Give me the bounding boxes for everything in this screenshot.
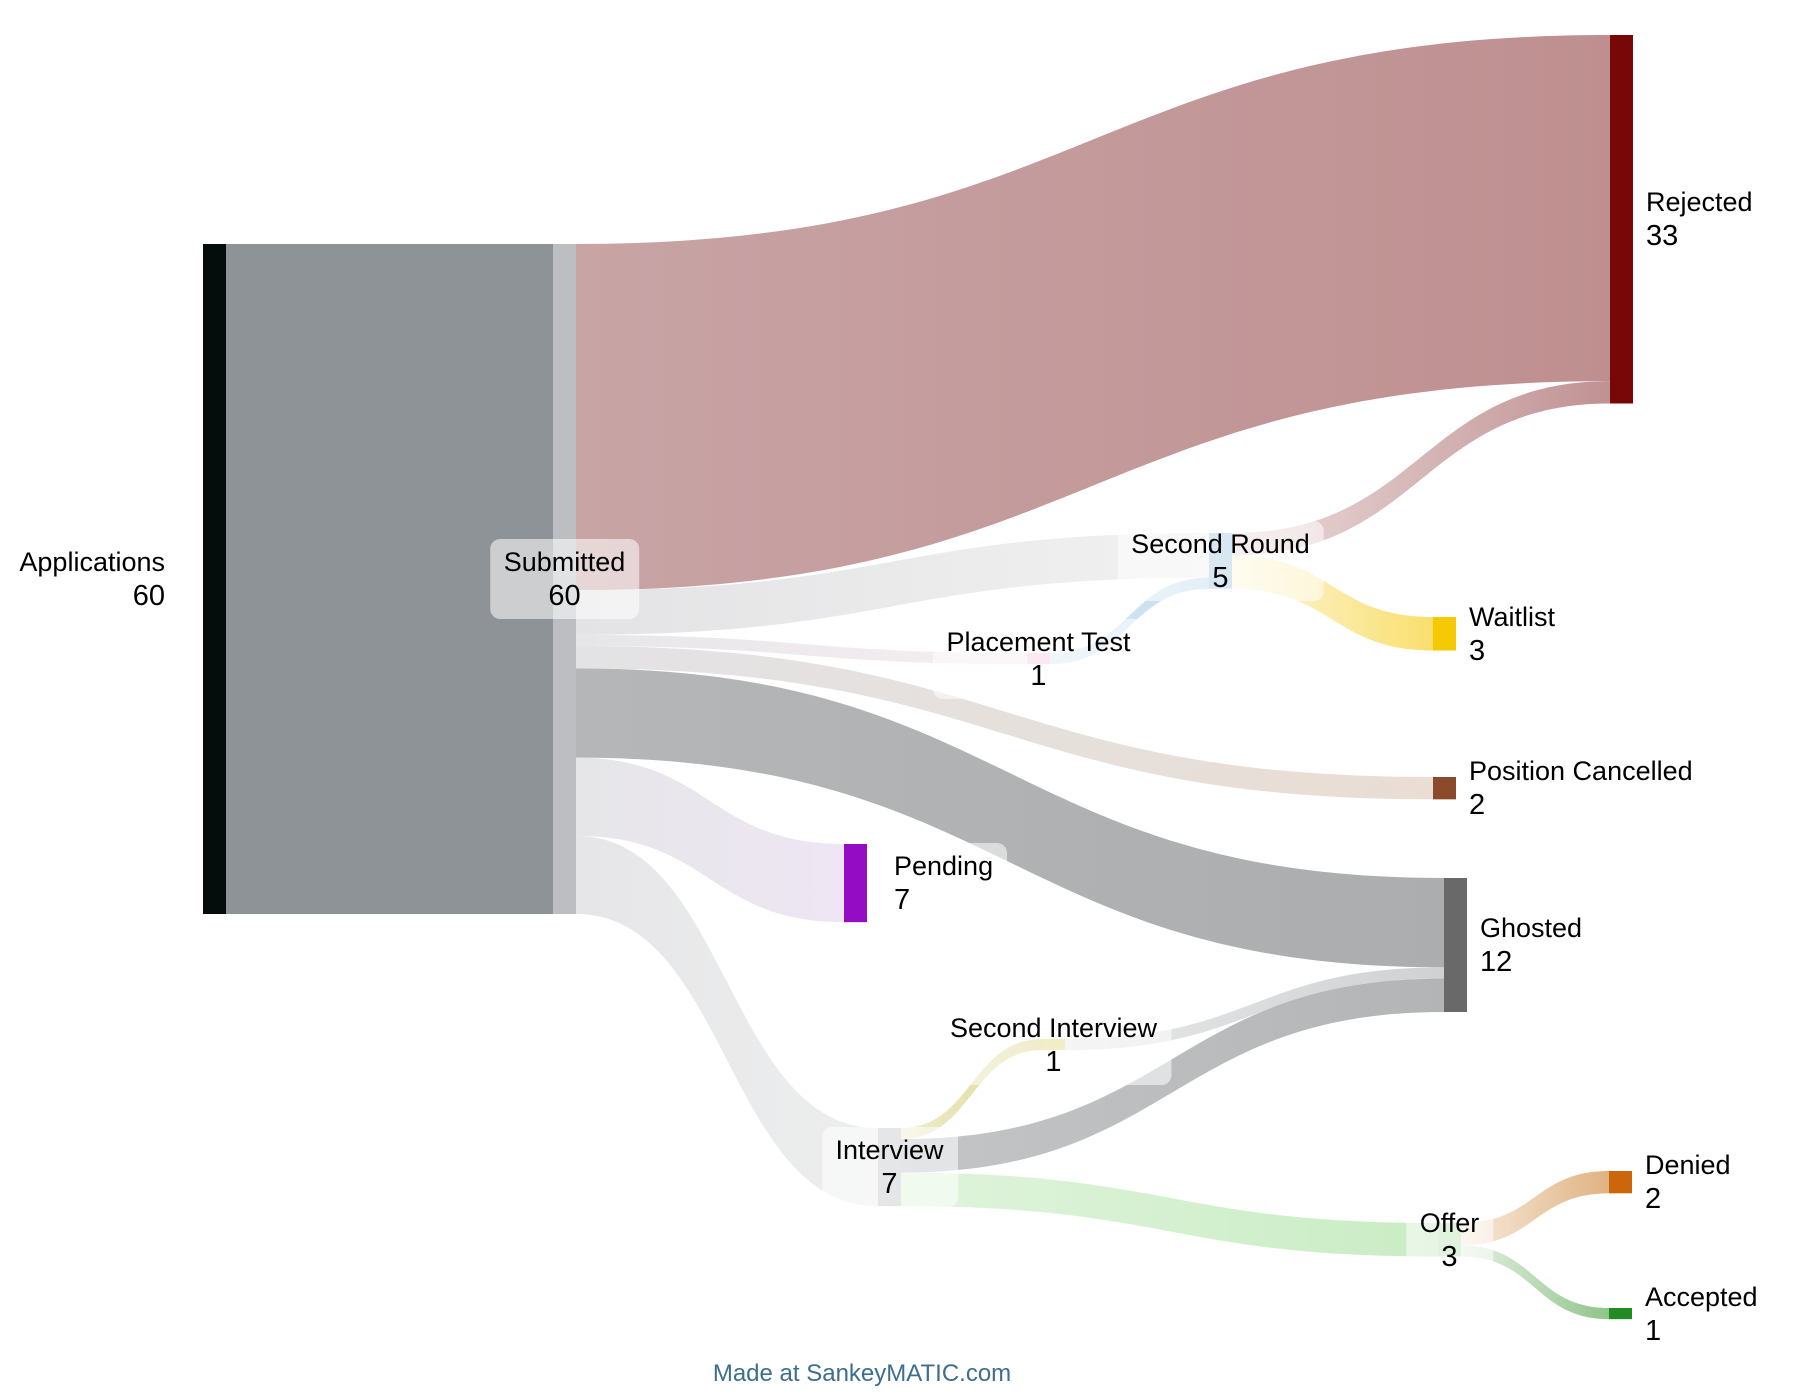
flow-Submitted-PositionCancelled (576, 646, 1433, 800)
flow-Applications-Submitted (226, 244, 553, 915)
label-name-SecondInterview: Second Interview (949, 1012, 1158, 1043)
flow-Submitted-Interview (576, 835, 878, 1207)
label-name-SecondRound: Second Round (1131, 528, 1310, 559)
node-Applications[interactable] (203, 244, 226, 915)
flow-Submitted-Rejected (576, 35, 1610, 591)
node-Waitlist[interactable] (1433, 617, 1456, 651)
flow-Submitted-Pending (576, 757, 844, 923)
label-name-Pending: Pending (894, 851, 994, 882)
node-PositionCancelled[interactable] (1433, 777, 1456, 800)
node-Ghosted[interactable] (1444, 878, 1467, 1013)
flow-layer (226, 35, 1610, 1320)
label-name-Waitlist: Waitlist (1469, 601, 1555, 632)
node-Pending[interactable] (844, 844, 867, 923)
flow-Submitted-PlacementTest (576, 634, 1027, 665)
label-name-Accepted: Accepted (1645, 1281, 1758, 1312)
label-value-Accepted: 1 (1645, 1314, 1662, 1347)
flow-Offer-Accepted (1461, 1245, 1609, 1320)
label-name-Offer: Offer (1419, 1207, 1480, 1238)
label-name-Interview: Interview (835, 1135, 944, 1166)
label-value-Submitted: 60 (548, 580, 581, 612)
flow-SecondRound-Rejected (1232, 381, 1610, 556)
label-value-SecondRound: 5 (1212, 561, 1229, 594)
label-value-Rejected: 33 (1646, 220, 1679, 253)
label-name-Ghosted: Ghosted (1480, 913, 1583, 943)
label-value-Denied: 2 (1645, 1183, 1662, 1216)
label-value-Pending: 7 (894, 884, 911, 917)
label-value-PlacementTest: 1 (1030, 659, 1047, 692)
label-name-PlacementTest: Placement Test (946, 626, 1131, 657)
label-value-Interview: 7 (881, 1168, 898, 1201)
flow-Interview-Ghosted (901, 978, 1444, 1173)
label-value-SecondInterview: 1 (1045, 1045, 1062, 1078)
flow-Offer-Denied (1461, 1171, 1609, 1246)
node-Accepted[interactable] (1609, 1308, 1632, 1320)
node-Denied[interactable] (1609, 1171, 1632, 1194)
label-value-Waitlist: 3 (1469, 634, 1486, 667)
flow-Interview-Offer (901, 1172, 1438, 1257)
label-name-PositionCancelled: Position Cancelled (1469, 756, 1693, 787)
label-name-Submitted: Submitted (503, 547, 626, 577)
label-value-Offer: 3 (1441, 1240, 1458, 1273)
flow-Interview-SecondInterview (901, 1039, 1042, 1140)
flow-Submitted-Ghosted (576, 668, 1444, 968)
label-name-Denied: Denied (1645, 1150, 1731, 1181)
flow-Submitted-SecondRound (576, 533, 1209, 635)
label-value-Applications: 60 (132, 580, 165, 612)
label-name-Rejected: Rejected (1646, 187, 1753, 218)
sankeymatic-credit-link[interactable]: Made at SankeyMATIC.com (712, 1360, 1012, 1387)
label-value-Ghosted: 12 (1480, 946, 1513, 978)
node-Rejected[interactable] (1610, 35, 1633, 404)
label-value-PositionCancelled: 2 (1469, 789, 1486, 822)
label-name-Applications: Applications (19, 547, 165, 577)
flow-SecondInterview-Ghosted (1065, 967, 1444, 1051)
